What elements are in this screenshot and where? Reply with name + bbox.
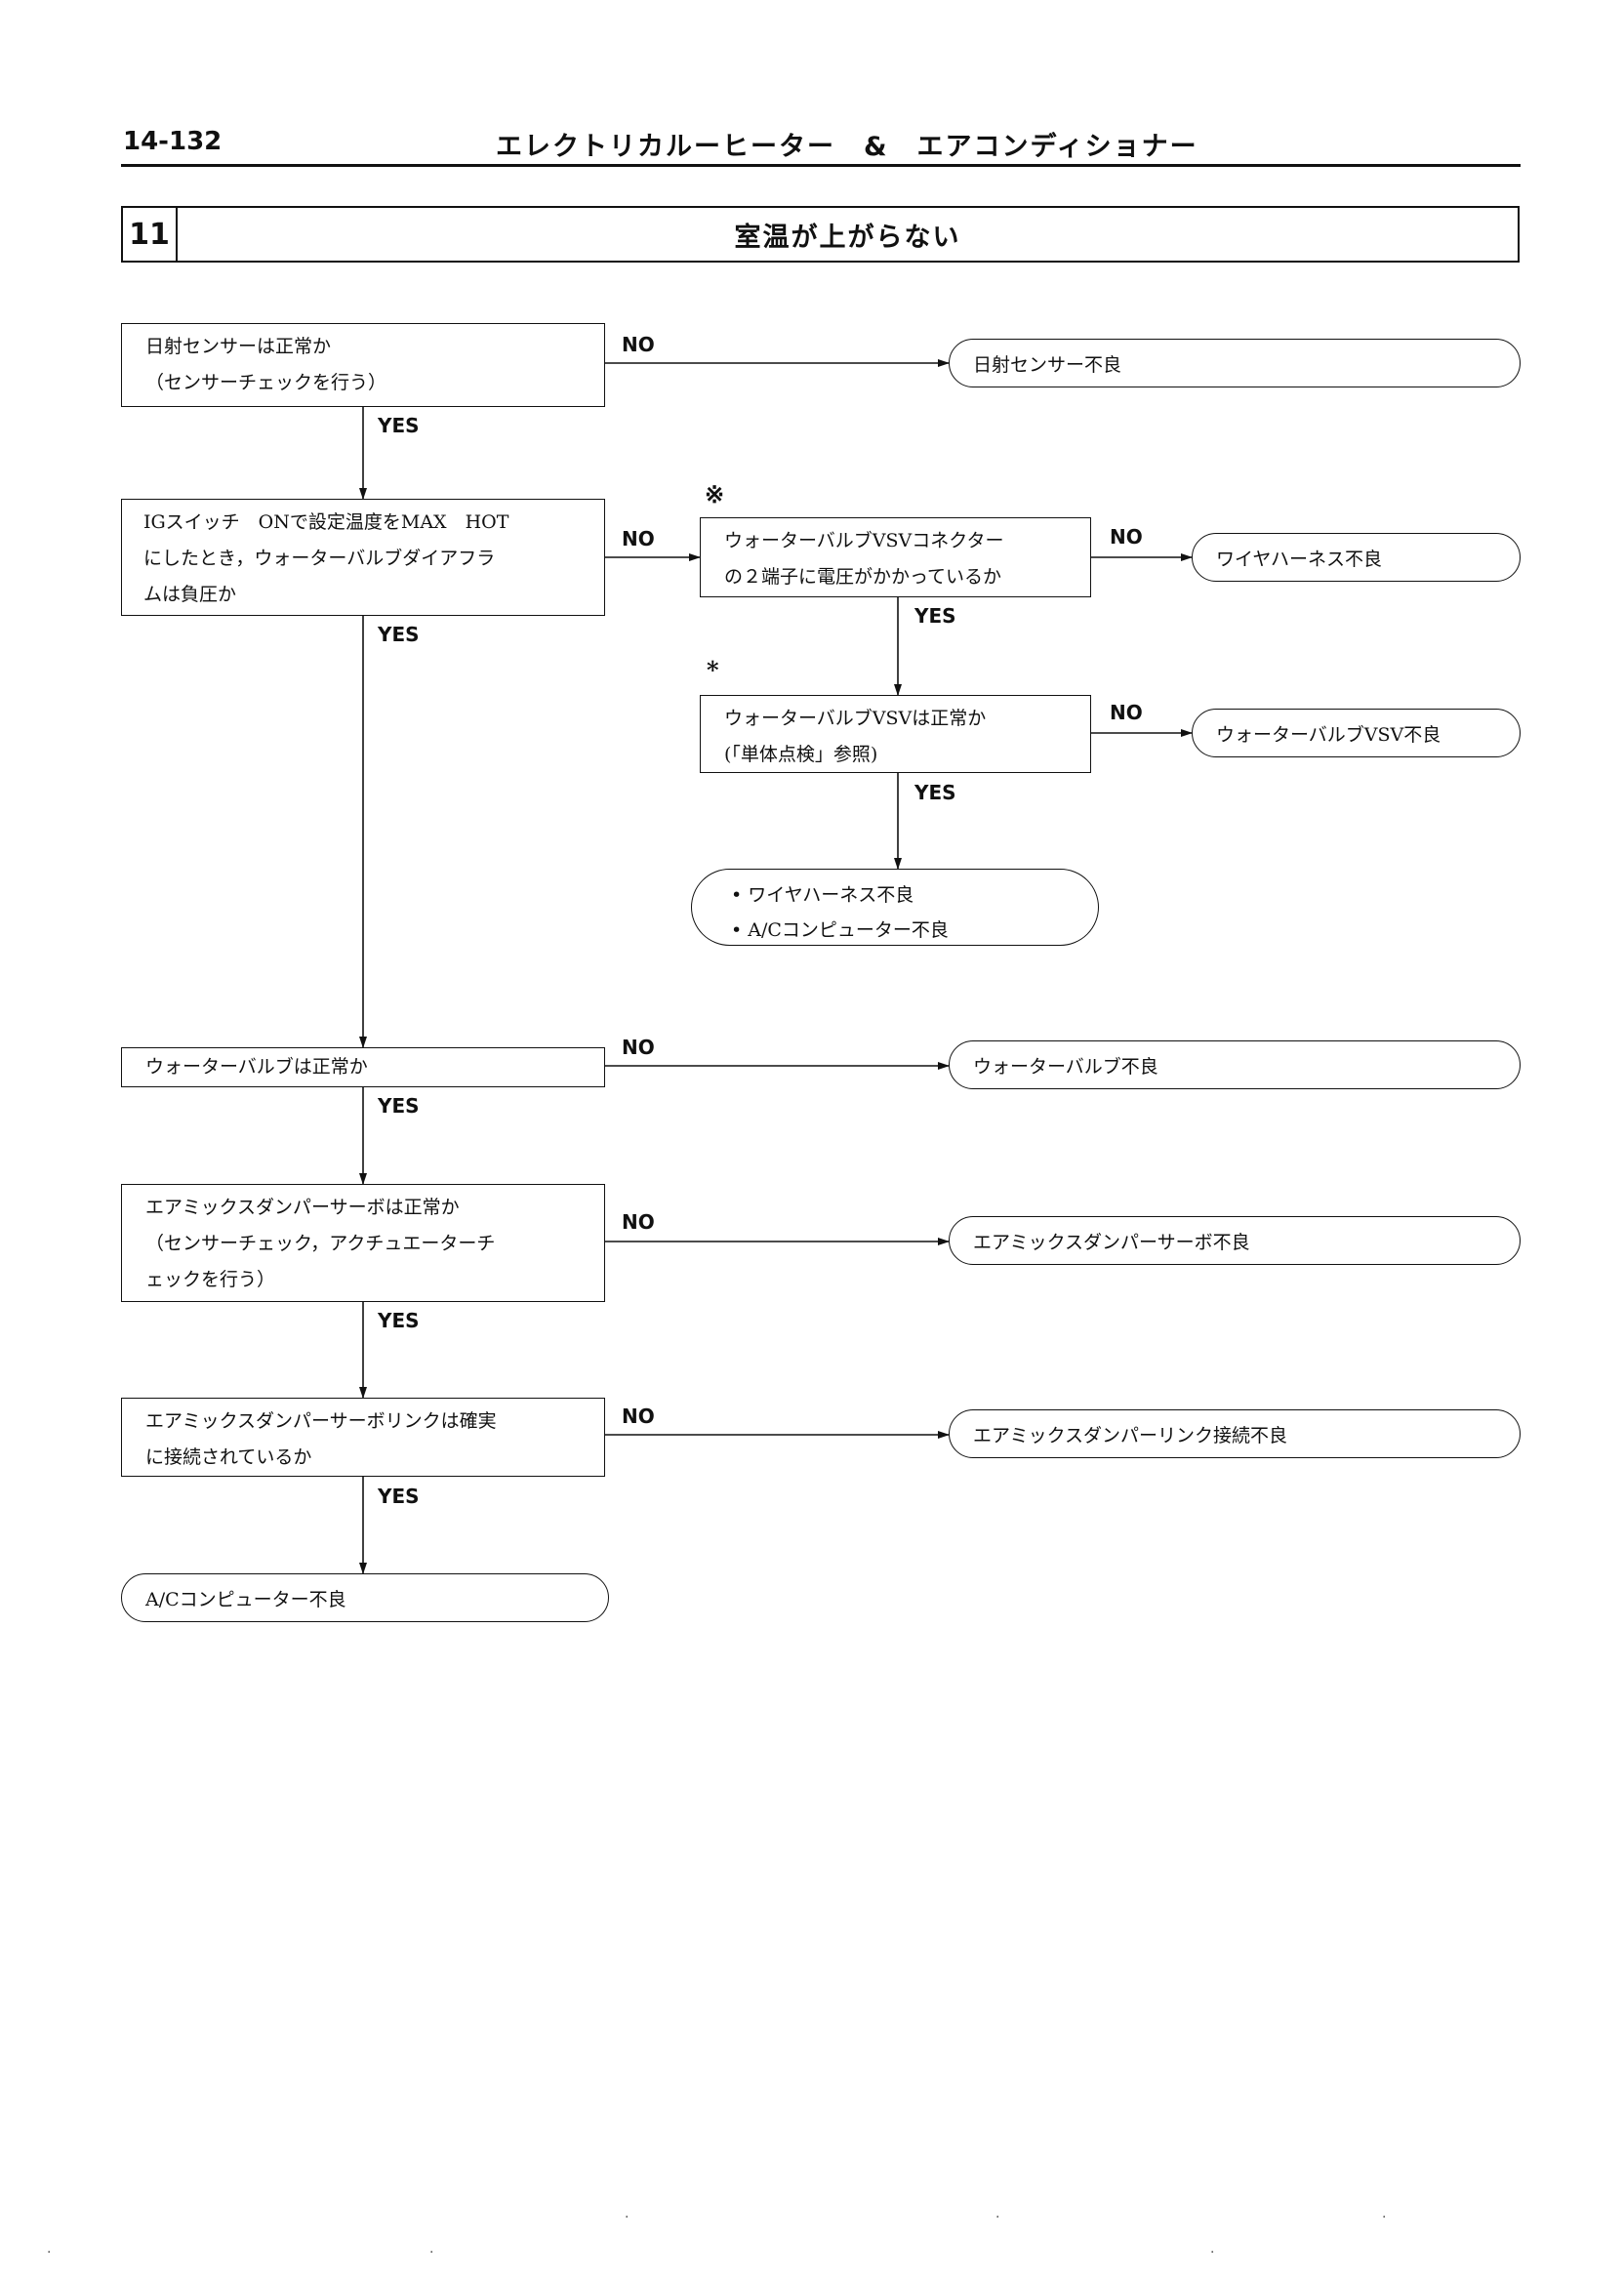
step-line: にしたとき，ウォーターバルブダイアフラ	[143, 548, 496, 569]
header-rule	[121, 164, 1521, 167]
step-damper-servo: エアミックスダンパーサーボは正常か （センサーチェック，アクチュエーターチ ェッ…	[121, 1184, 605, 1302]
label-no: NO	[622, 1405, 655, 1428]
result-damper-servo-fault: エアミックスダンパーサーボ不良	[949, 1216, 1521, 1265]
result-wire-harness-fault: ワイヤハーネス不良	[1192, 533, 1521, 582]
step-line: ウォーターバルブVSVは正常か	[724, 708, 987, 729]
step-water-valve-diaphragm: IGスイッチ ONで設定温度をMAX HOT にしたとき，ウォーターバルブダイア…	[121, 499, 605, 616]
result-combined-fault: • ワイヤハーネス不良 • A/Cコンピューター不良	[691, 869, 1099, 946]
result-line: • A/Cコンピューター不良	[731, 919, 949, 941]
label-no: NO	[622, 1036, 655, 1059]
label-yes: YES	[914, 604, 956, 628]
step-water-valve: ウォーターバルブは正常か	[121, 1047, 605, 1087]
scan-speck: ·	[429, 2245, 434, 2260]
result-line: • ワイヤハーネス不良	[731, 884, 914, 906]
step-vsv-check: ウォーターバルブVSVは正常か (「単体点検」参照)	[700, 695, 1091, 773]
label-yes: YES	[378, 414, 420, 437]
reference-mark: ※	[705, 480, 725, 509]
label-no: NO	[622, 527, 655, 550]
result-vsv-fault: ウォーターバルブVSV不良	[1192, 709, 1521, 757]
page-number: 14-132	[123, 127, 223, 156]
label-yes: YES	[914, 781, 956, 804]
label-no: NO	[1110, 525, 1143, 549]
result-water-valve-fault: ウォーターバルブ不良	[949, 1040, 1521, 1089]
step-line: の２端子に電圧がかかっているか	[724, 566, 1002, 588]
label-yes: YES	[378, 623, 420, 646]
scan-speck: ·	[47, 2245, 52, 2260]
scan-speck: ·	[995, 2210, 1000, 2225]
section-header: 11 室温が上がらない	[121, 206, 1520, 263]
step-line: IGスイッチ ONで設定温度をMAX HOT	[143, 511, 509, 533]
section-title: 室温が上がらない	[734, 222, 961, 253]
chapter-title: エレクトリカルーヒーター & エアコンディショナー	[496, 132, 1198, 162]
step-line: に接続されているか	[145, 1446, 312, 1468]
step-damper-link: エアミックスダンパーサーボリンクは確実 に接続されているか	[121, 1398, 605, 1477]
step-vsv-connector: ウォーターバルブVSVコネクター の２端子に電圧がかかっているか	[700, 517, 1091, 597]
label-yes: YES	[378, 1485, 420, 1508]
asterisk-mark: *	[707, 656, 719, 684]
label-yes: YES	[378, 1094, 420, 1118]
label-no: NO	[1110, 701, 1143, 724]
step-line: （センサーチェックを行う）	[145, 372, 387, 393]
label-no: NO	[622, 333, 655, 356]
result-damper-link-fault: エアミックスダンパーリンク接続不良	[949, 1409, 1521, 1458]
step-line: エアミックスダンパーサーボは正常か	[145, 1197, 460, 1218]
step-line: 日射センサーは正常か	[145, 336, 332, 357]
result-ac-computer-fault: A/Cコンピューター不良	[121, 1573, 609, 1622]
scan-speck: ·	[1382, 2210, 1387, 2225]
scan-speck: ·	[1210, 2245, 1215, 2260]
scan-speck: ·	[625, 2210, 629, 2225]
step-line: ウォーターバルブVSVコネクター	[724, 530, 1004, 551]
step-solar-sensor: 日射センサーは正常か （センサーチェックを行う）	[121, 323, 605, 407]
label-no: NO	[622, 1210, 655, 1234]
result-solar-sensor-fault: 日射センサー不良	[949, 339, 1521, 387]
step-line: ウォーターバルブは正常か	[145, 1056, 368, 1078]
step-line: ムは負圧か	[143, 584, 237, 605]
section-number: 11	[123, 208, 178, 261]
step-line: エアミックスダンパーサーボリンクは確実	[145, 1410, 497, 1432]
step-line: ェックを行う）	[145, 1269, 276, 1290]
label-yes: YES	[378, 1309, 420, 1332]
step-line: （センサーチェック，アクチュエーターチ	[145, 1233, 496, 1254]
step-line: (「単体点検」参照)	[724, 744, 878, 765]
